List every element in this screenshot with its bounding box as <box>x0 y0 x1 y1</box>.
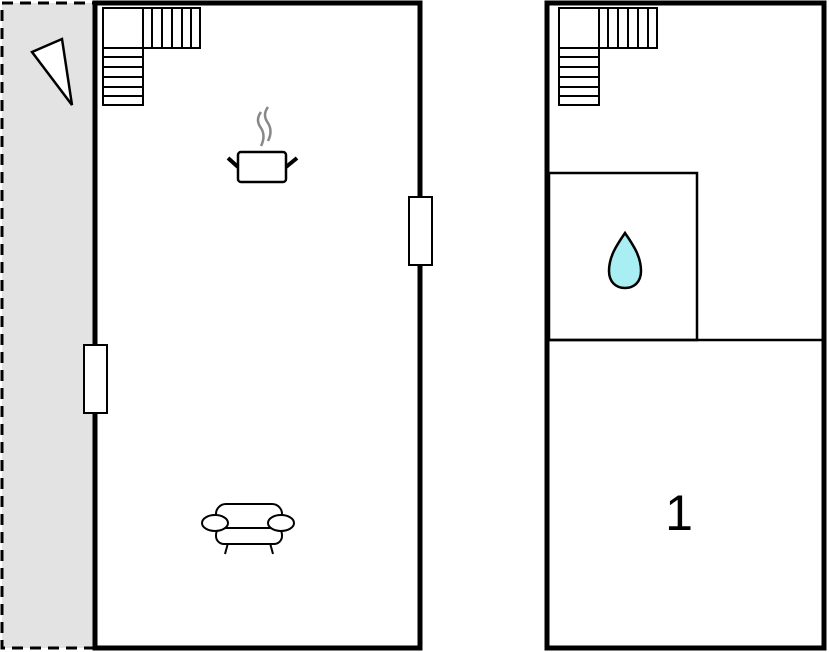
room-label: 1 <box>665 485 693 541</box>
upper-floor: 1 <box>544 0 827 651</box>
ground-floor <box>0 0 433 651</box>
sofa-icon <box>201 503 295 555</box>
stairs-icon <box>102 7 201 106</box>
stairs-icon <box>558 7 658 106</box>
kitchen-pot-icon <box>226 106 299 184</box>
upper-floor-walls <box>544 0 827 651</box>
bathroom-water-drop-icon <box>607 230 643 290</box>
compass-north-arrow-icon <box>30 37 74 106</box>
outdoor-terrace <box>0 1 97 650</box>
window-icon <box>83 344 108 414</box>
window-icon <box>408 196 433 266</box>
